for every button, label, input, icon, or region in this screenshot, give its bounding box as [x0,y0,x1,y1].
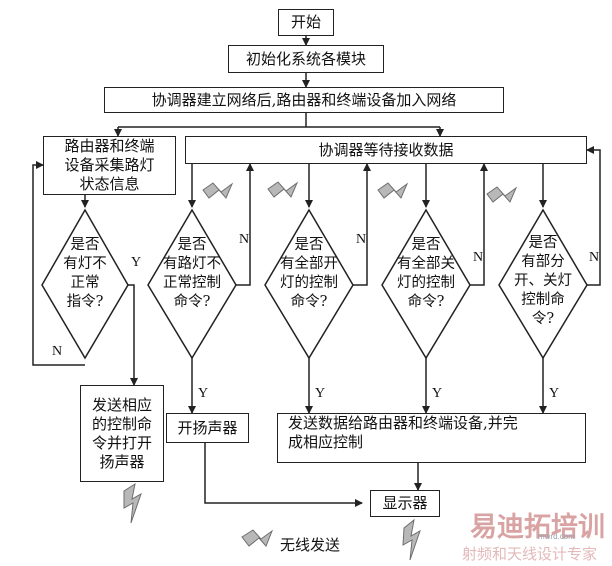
watermark-url: mwrd.com [538,532,575,541]
d5-line: 开、关灯 [514,273,572,289]
label-d1-no: N [52,344,63,359]
d3-line: 命令? [290,294,328,310]
decision-d3-shape [264,208,354,360]
d2-line: 是否 [177,237,207,253]
d5-line: 有部分 [521,254,565,270]
label-d4-no: N [473,250,484,265]
decision-d5-text: 是否 有部分 开、关灯 控制命 令? [501,234,585,329]
wireless-icon [402,518,421,561]
collect-line: 路由器和终端 [64,137,155,155]
open-speaker-node: 开扬声器 [166,413,249,443]
send-speaker-line: 令并打开 [91,433,152,452]
d2-line: 有路灯不 [163,256,221,272]
d3-line: 有全部开 [280,256,338,272]
arrow-d5-no [586,146,601,286]
label-d2-yes: Y [198,386,209,401]
send-speaker-line: 的控制命 [91,414,152,433]
collect-line: 设备采集路灯 [64,156,155,174]
wireless-icon [123,482,142,524]
watermark-brand: 易迪拓培训 [470,512,605,543]
wireless-icon [202,182,234,199]
arrow-d4-no [470,163,488,286]
decision-d2-text: 是否 有路灯不 正常控制 命令? [150,236,234,312]
d4-line: 有全部关 [397,256,455,272]
label-d4-yes: Y [432,386,443,401]
d3-line: 灯的控制 [280,275,338,291]
send-data-line: 发送数据给路由器和终端设备,并完 [288,414,518,432]
wait-node: 协调器等待接收数据 [185,136,587,164]
label-d5-yes: Y [549,386,560,401]
wireless-icon [267,181,299,198]
wireless-icon [377,182,409,199]
d1-line: 指令? [66,294,104,310]
d1-line: 有灯不 [63,256,107,272]
send-speaker-line: 发送相应 [91,395,152,414]
decision-d2-shape [147,208,237,360]
d2-line: 正常控制 [163,275,221,291]
wireless-icon [486,186,518,203]
decision-d4-shape [381,208,471,360]
coord-build-node: 协调器建立网络后,路由器和终端设备加入网络 [104,87,504,113]
arrow-speaker-display [204,443,363,507]
d2-line: 命令? [173,294,211,310]
display-node: 显示器 [370,490,440,517]
collect-node: 路由器和终端 设备采集路灯 状态信息 [43,136,176,195]
decision-d1-shape [41,208,129,360]
label-d2-no: N [239,232,250,247]
label-d3-yes: Y [315,386,326,401]
d1-line: 正常 [70,275,100,291]
d3-line: 是否 [294,237,324,253]
send-data-line: 成相应控制 [288,433,364,451]
watermark-sub: 射频和天线设计专家 [462,545,598,563]
decision-d4-text: 是否 有全部关 灯的控制 命令? [384,236,468,312]
wireless-legend-icon [241,529,274,547]
label-d5-no: N [589,250,600,265]
d4-line: 命令? [407,294,445,310]
decision-d1-text: 是否 有灯不 正常 指令? [45,236,125,312]
label-d1-yes: Y [131,255,142,270]
arrow-d1-yes [128,284,138,386]
send-speaker-line: 扬声器 [99,452,145,471]
arrow-d3-no [353,163,371,286]
decision-d5-shape [498,208,588,360]
send-data-node: 发送数据给路由器和终端设备,并完 成相应控制 [277,413,586,463]
d4-line: 灯的控制 [397,275,455,291]
d5-line: 控制命 [521,292,565,308]
arrow-d2-no [236,163,254,286]
arrow-d1-no-loop [32,161,85,366]
d4-line: 是否 [411,237,441,253]
d1-line: 是否 [70,237,100,253]
d5-line: 是否 [528,235,558,251]
decision-d3-text: 是否 有全部开 灯的控制 命令? [267,236,351,312]
label-d3-no: N [356,232,367,247]
send-speaker-node: 发送相应 的控制命 令并打开 扬声器 [80,385,164,482]
init-node: 初始化系统各模块 [228,45,384,73]
collect-line: 状态信息 [79,175,140,193]
start-node: 开始 [278,9,334,36]
legend-wireless-text: 无线发送 [280,536,341,554]
d5-line: 令? [531,311,555,327]
